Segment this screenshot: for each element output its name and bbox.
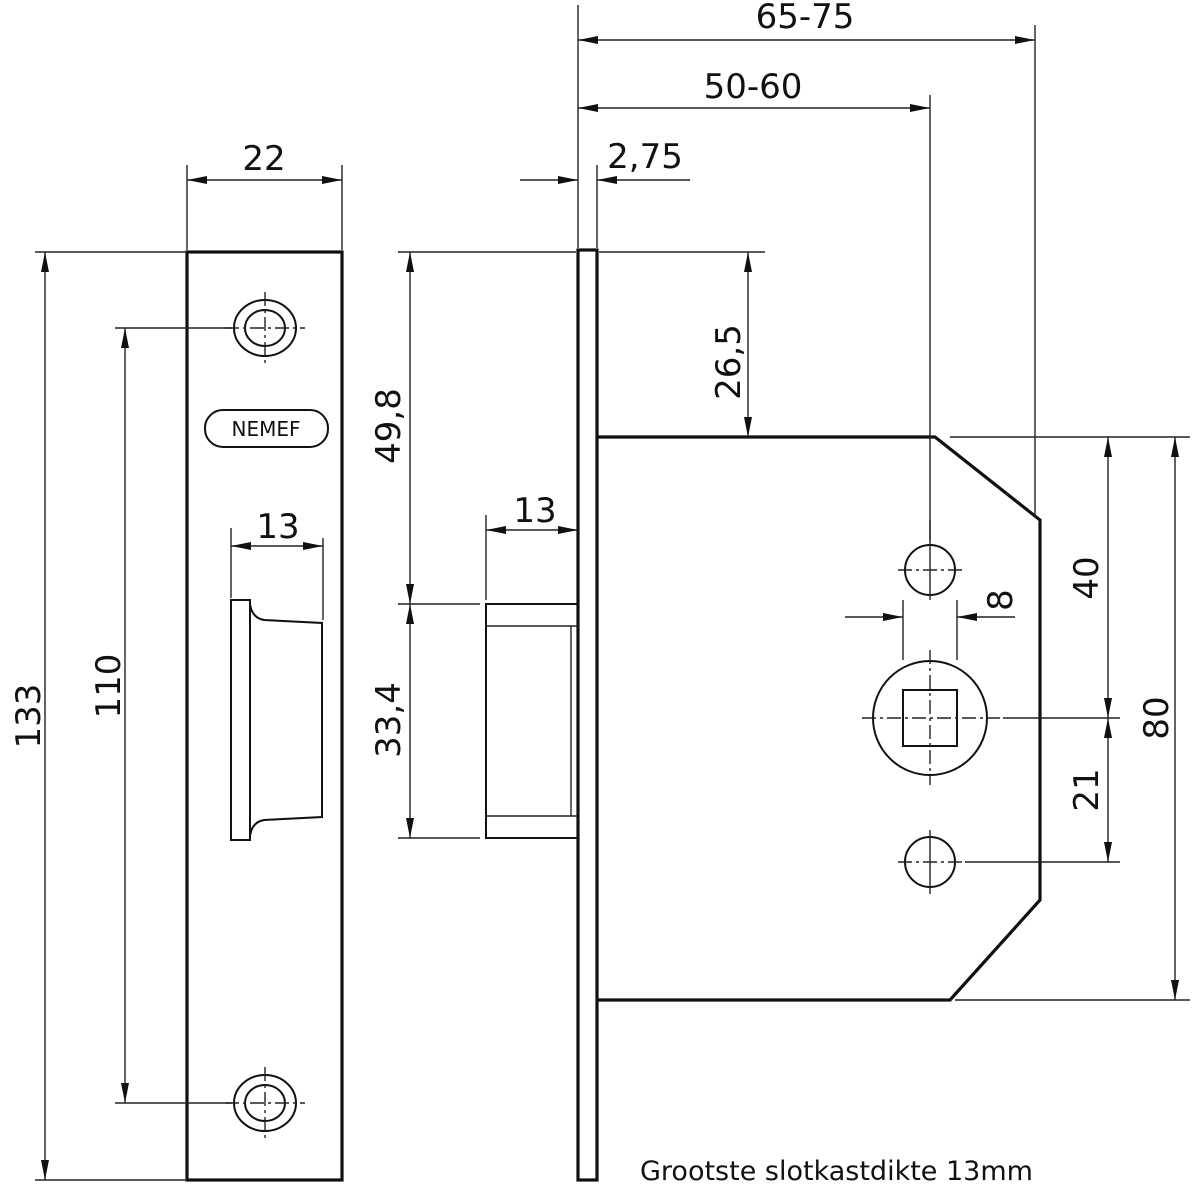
spindle-follower (862, 650, 1000, 785)
dim-label-40: 40 (1067, 556, 1107, 599)
dim-label-22: 22 (242, 139, 285, 179)
brand-logo: NEMEF (204, 409, 329, 448)
dim-label-50-60: 50-60 (704, 67, 803, 107)
dim-label-133: 133 (9, 684, 49, 749)
dim-label-2-75: 2,75 (607, 137, 683, 177)
faceplate-outline (185, 250, 344, 1182)
dim-label-33-4: 33,4 (369, 682, 409, 758)
dim-label-21: 21 (1067, 768, 1107, 811)
screw-hole-top (225, 292, 305, 364)
dim-label-49-8: 49,8 (369, 388, 409, 464)
dim-label-80: 80 (1137, 696, 1177, 739)
latch-bolt (485, 603, 579, 839)
hole-bottom (898, 830, 962, 894)
lock-side-view: 65-75 50-60 2,75 49,8 33,4 13 26,5 8 40 (369, 0, 1190, 1182)
dim-label-26-5: 26,5 (709, 324, 749, 400)
dim-label-8: 8 (981, 589, 1021, 611)
caption: Grootste slotkastdikte 13mm (640, 1156, 1033, 1187)
latch-opening (230, 599, 323, 841)
faceplate-side (576, 248, 599, 1182)
svg-text:NEMEF: NEMEF (232, 417, 301, 441)
hole-top (898, 520, 962, 600)
dim-label-110: 110 (89, 654, 129, 719)
faceplate-front-view: NEMEF 133 110 22 13 (9, 139, 344, 1182)
dim-label-latch-side: 13 (513, 491, 556, 531)
screw-hole-bottom (225, 1067, 305, 1139)
dim-label-65-75: 65-75 (756, 0, 855, 37)
dim-label-latch-front: 13 (256, 507, 299, 547)
lock-case (597, 435, 1042, 1002)
